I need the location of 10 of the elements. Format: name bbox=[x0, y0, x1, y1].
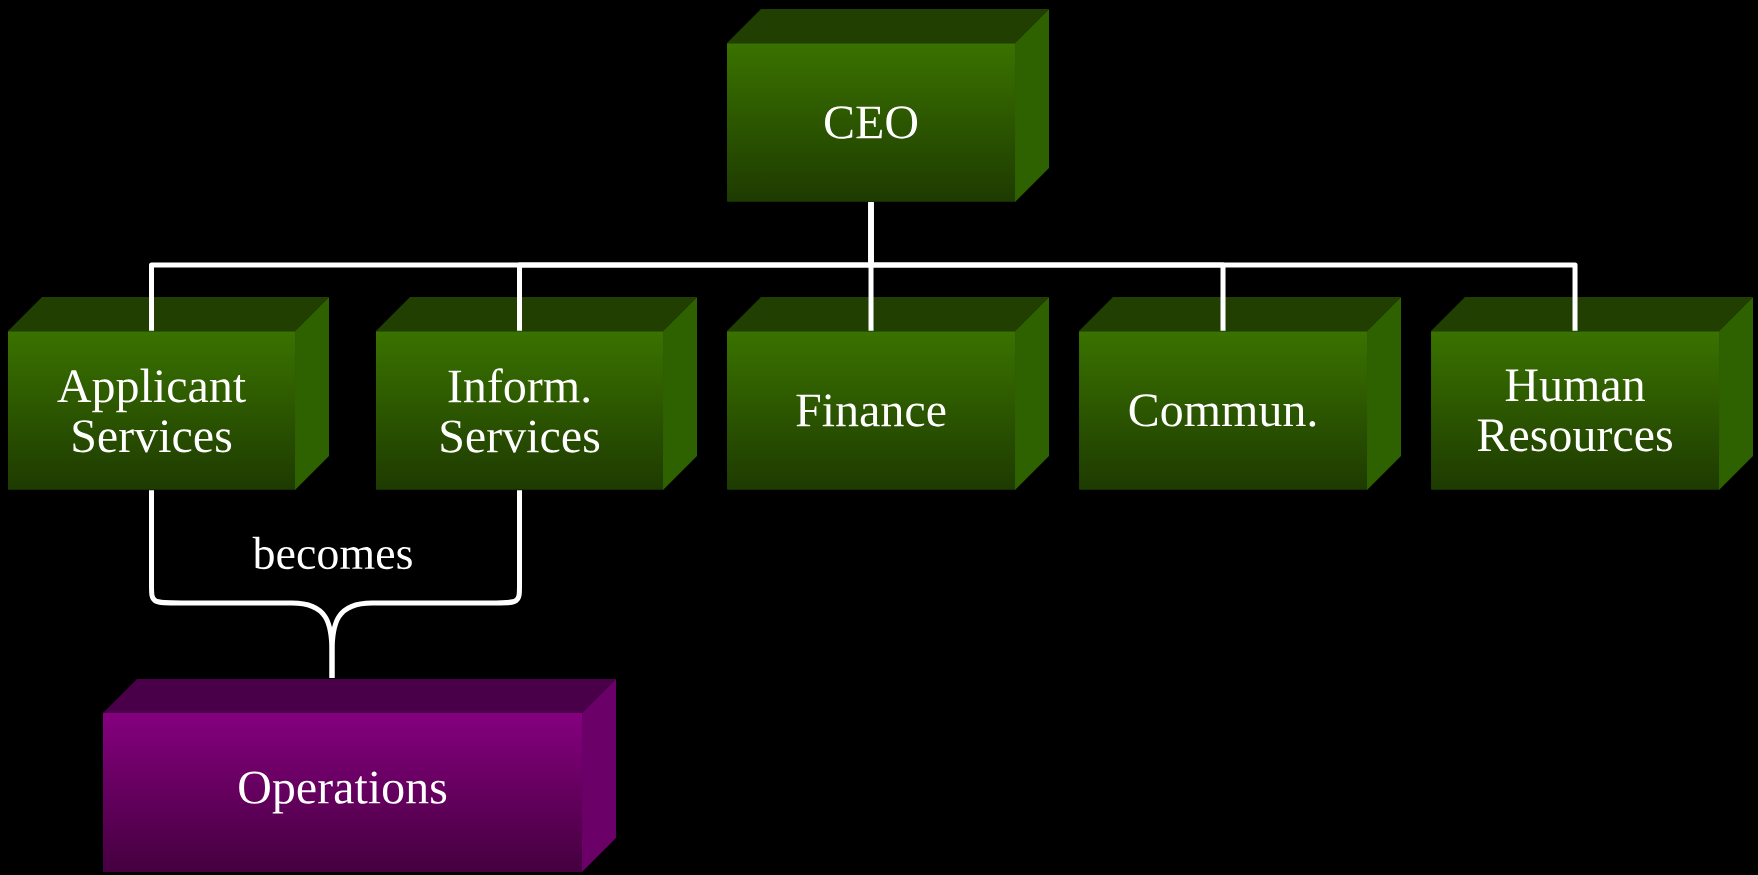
org-box: Finance bbox=[727, 297, 1049, 490]
operations-box: Operations bbox=[103, 679, 616, 872]
org-box: Applicant Services bbox=[8, 297, 329, 490]
org-box: CEO bbox=[727, 9, 1049, 202]
connector-line bbox=[868, 202, 1578, 331]
org-box: Commun. bbox=[1079, 297, 1401, 490]
connector-line bbox=[329, 490, 522, 678]
org-box: Inform. Services bbox=[376, 297, 697, 490]
edge-label: becomes bbox=[249, 533, 417, 573]
org-box: Human Resources bbox=[1431, 297, 1753, 490]
